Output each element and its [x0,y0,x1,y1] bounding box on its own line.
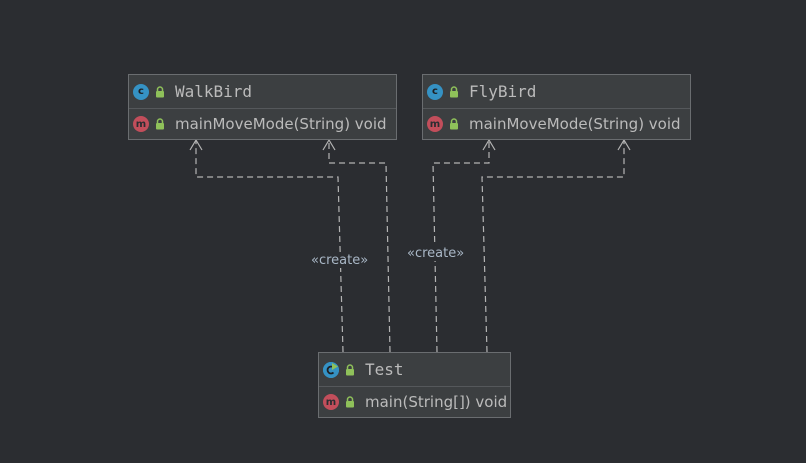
create-label-right: «create» [406,246,466,261]
dependency-edge-walkbird-right [328,140,391,353]
class-box-flybird[interactable]: c FlyBird m mainMoveMode(String) void [422,74,691,140]
lock-icon [155,118,165,130]
create-edge-walkbird-left [195,140,344,353]
method-icon: m [427,116,443,132]
class-name: Test [365,360,404,379]
method-signature: mainMoveMode(String) void [469,115,681,133]
class-name: WalkBird [175,82,253,101]
class-icon: c [427,83,443,100]
method-row[interactable]: m mainMoveMode(String) void [129,109,396,139]
class-icon: c [133,83,149,100]
method-row[interactable]: m mainMoveMode(String) void [423,109,690,139]
method-signature: mainMoveMode(String) void [175,115,387,133]
class-header-flybird: c FlyBird [423,75,690,109]
class-name: FlyBird [469,82,537,101]
class-header-walkbird: c WalkBird [129,75,396,109]
lock-icon [449,85,459,98]
arrowhead-walkbird-left [189,138,203,151]
lock-icon [345,396,355,408]
method-row[interactable]: m main(String[]) void [319,387,510,417]
class-box-test[interactable]: Test m main(String[]) void [318,352,511,418]
method-signature: main(String[]) void [365,393,508,411]
lock-icon [449,118,459,130]
method-icon: m [133,116,149,132]
class-box-walkbird[interactable]: c WalkBird m mainMoveMode(String) void [128,74,397,140]
create-label-left: «create» [310,253,370,268]
lock-icon [345,363,355,376]
lock-icon [155,85,165,98]
dependency-edge-flybird-right [481,140,625,353]
arrowhead-flybird-right [617,138,631,151]
arrowhead-flybird-left [482,138,496,151]
class-header-test: Test [319,353,510,387]
static-method-icon: m [323,394,339,410]
runnable-class-icon [323,361,339,378]
arrowhead-walkbird-right [322,138,336,151]
